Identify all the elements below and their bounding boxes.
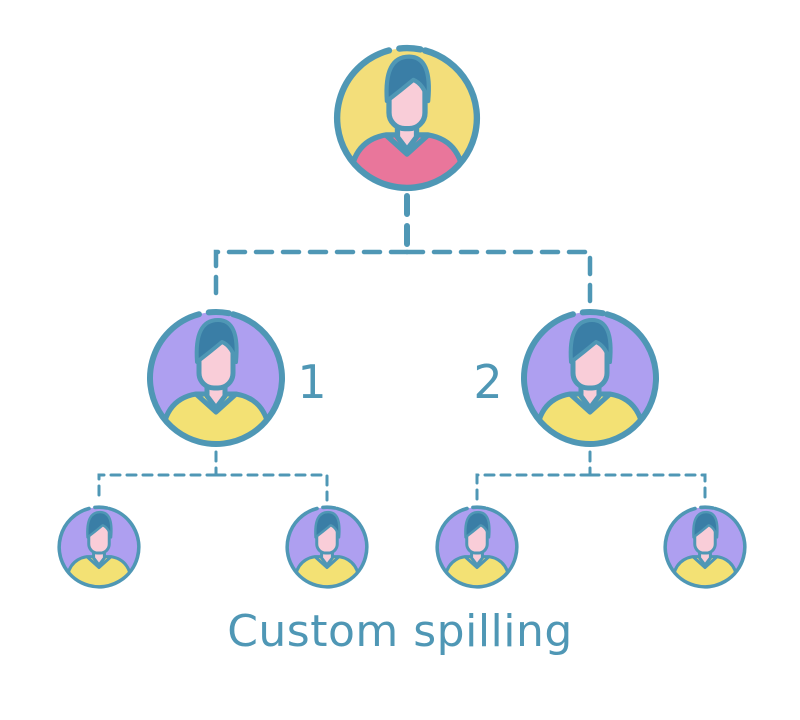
person-icon xyxy=(670,510,740,587)
avatar-ring xyxy=(521,309,659,447)
hair-shape xyxy=(692,510,719,539)
diagram-caption: Custom spilling xyxy=(227,606,573,657)
avatar-ring xyxy=(57,505,141,589)
connector-left-left-child-1 xyxy=(97,473,218,502)
collar-line xyxy=(85,555,113,570)
person-icon xyxy=(442,510,512,587)
connector-lines xyxy=(97,193,707,502)
hair-shape xyxy=(86,510,113,539)
avatar-node-root xyxy=(333,44,481,192)
avatar-node-right-child-2 xyxy=(663,505,747,589)
node-label-right: 2 xyxy=(473,355,502,409)
referral-tree-diagram: 1 2 xyxy=(57,44,747,589)
hair-shape xyxy=(194,318,239,364)
avatar-ring xyxy=(147,309,285,447)
collar-line xyxy=(691,555,719,570)
avatar-node-right-child-1 xyxy=(435,505,519,589)
connector-root-right xyxy=(404,249,593,307)
connector-left-left-child-2 xyxy=(214,473,329,502)
avatar-node-left-child-2 xyxy=(285,505,369,589)
collar-line xyxy=(384,132,430,157)
hair-shape xyxy=(464,510,491,539)
connector-right-right-child-2 xyxy=(588,473,707,502)
hair-shape xyxy=(314,510,341,539)
avatar-ring xyxy=(435,505,519,589)
collar-line xyxy=(463,555,491,570)
avatar-ring xyxy=(285,505,369,589)
person-icon xyxy=(347,54,467,188)
avatar-node-left-child-1 xyxy=(57,505,141,589)
avatar-ring xyxy=(333,44,481,192)
avatar-ring xyxy=(663,505,747,589)
hair-shape xyxy=(384,54,431,104)
avatar-node-right xyxy=(521,309,659,447)
hair-shape xyxy=(568,318,613,364)
collar-line xyxy=(194,392,238,415)
connector-right-right-child-1 xyxy=(475,473,592,502)
node-label-left: 1 xyxy=(297,355,326,409)
avatar-node-left xyxy=(147,309,285,447)
connector-root-left xyxy=(213,249,410,307)
avatar-nodes xyxy=(57,44,747,589)
collar-line xyxy=(568,392,612,415)
collar-line xyxy=(313,555,341,570)
node-labels: 1 2 xyxy=(297,355,502,409)
